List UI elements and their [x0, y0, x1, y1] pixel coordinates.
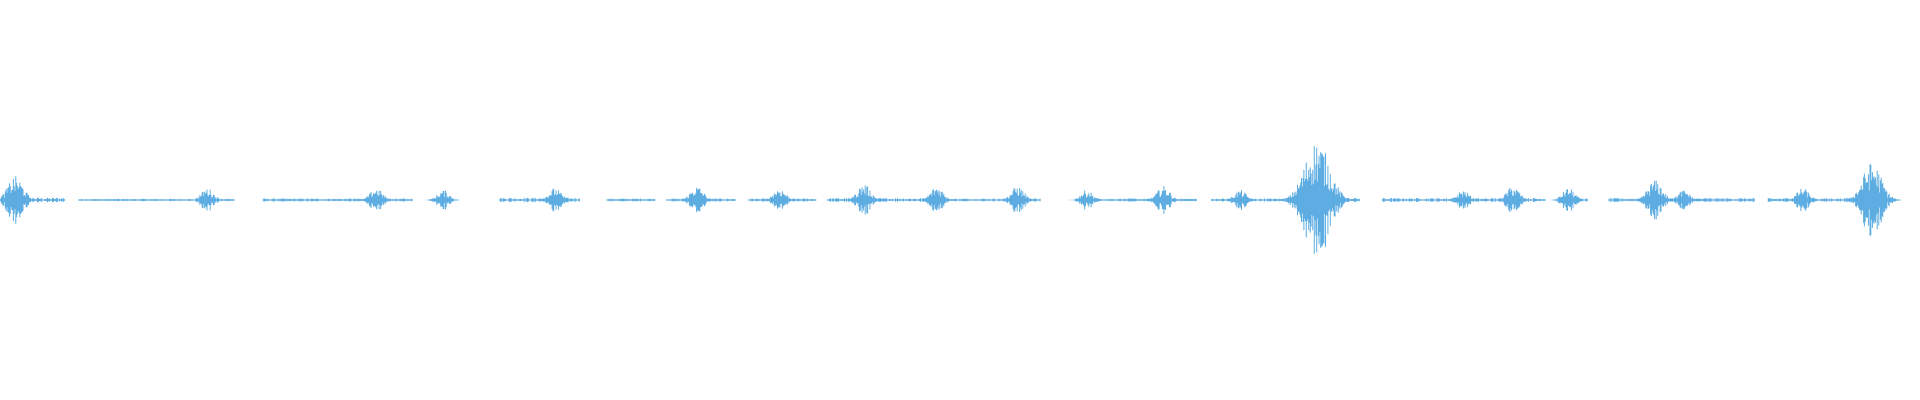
waveform-burst	[998, 188, 1037, 212]
waveform-burst	[0, 176, 39, 224]
waveform-burst	[760, 191, 798, 209]
waveform-burst	[1492, 188, 1533, 212]
waveform-series	[0, 146, 1901, 254]
waveform-burst	[425, 190, 462, 210]
waveform-burst	[1068, 190, 1105, 210]
waveform-burst	[358, 190, 395, 210]
waveform-segment-noise	[606, 198, 656, 202]
waveform-burst	[843, 185, 885, 215]
waveform-burst	[1842, 164, 1901, 236]
waveform-burst	[1143, 186, 1182, 214]
waveform-burst	[188, 189, 226, 211]
waveform-burst	[1445, 191, 1481, 209]
waveform-burst	[1783, 189, 1821, 211]
waveform-burst	[916, 189, 957, 211]
waveform-burst	[1278, 146, 1356, 254]
waveform-segment-noise	[78, 198, 195, 202]
waveform-burst	[676, 187, 717, 213]
waveform-burst	[1666, 190, 1702, 210]
waveform-burst	[1550, 189, 1588, 211]
waveform-burst	[535, 188, 574, 212]
waveform-burst	[1222, 190, 1258, 210]
